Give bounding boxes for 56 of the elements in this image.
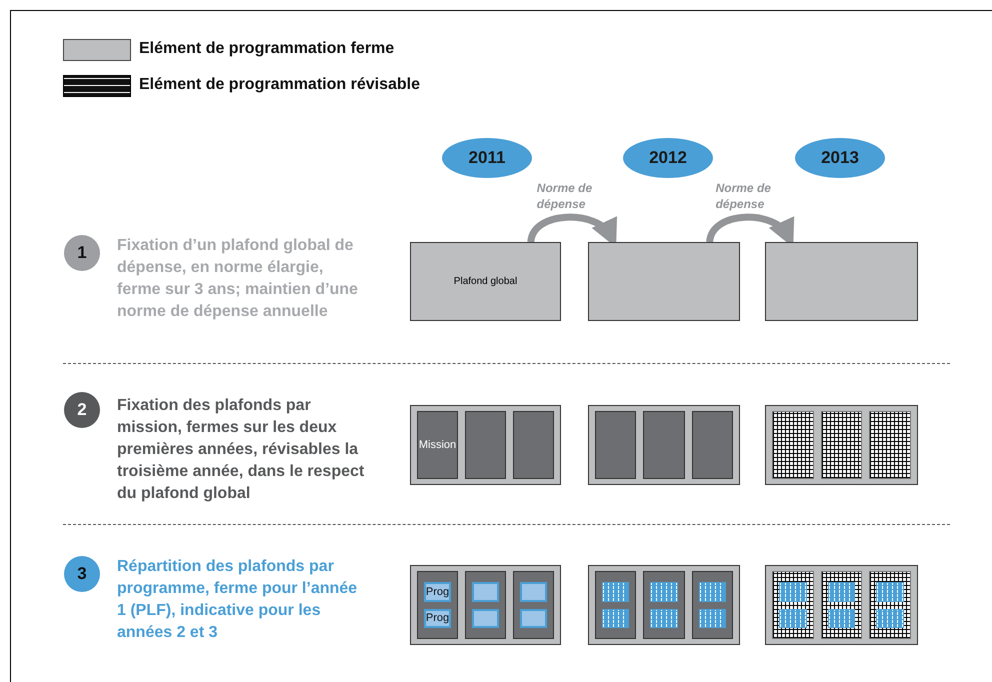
mission-box bbox=[692, 411, 733, 479]
step-description: Répartition des plafonds par programme, ferme pour l’année 1 (PLF), indicative pour les années 2 et 3 bbox=[117, 557, 358, 643]
mission-box bbox=[820, 571, 862, 639]
legend-label: Elément de programmation révisable bbox=[139, 76, 420, 94]
budget-ceiling-box bbox=[588, 565, 740, 645]
mission-box bbox=[465, 411, 506, 479]
budget-ceiling-box bbox=[588, 405, 740, 485]
programme-box bbox=[520, 608, 547, 628]
programme-box bbox=[828, 608, 856, 628]
budget-ceiling-box: Plafond global bbox=[410, 242, 561, 321]
mission-box bbox=[643, 411, 685, 479]
mission-box bbox=[772, 571, 814, 639]
mission-box bbox=[692, 571, 733, 639]
programme-box bbox=[602, 582, 630, 602]
mission-box bbox=[772, 411, 814, 479]
budget-ceiling-box bbox=[765, 405, 918, 485]
programme-box bbox=[602, 608, 630, 628]
year-ellipse: 2013 bbox=[795, 138, 885, 178]
programme-box bbox=[520, 582, 547, 602]
programme-box bbox=[876, 582, 904, 602]
programme-box bbox=[779, 582, 807, 602]
mission-box bbox=[595, 571, 636, 639]
programme-box bbox=[876, 608, 904, 628]
budget-ceiling-box bbox=[410, 565, 561, 645]
mission-box bbox=[513, 571, 554, 639]
programme-box bbox=[779, 608, 807, 628]
mission-box bbox=[643, 571, 685, 639]
step-description: Fixation des plafonds par mission, fermes sur les deux premières années, révisables la troisième année, dans le respect du plafond global bbox=[117, 396, 366, 504]
programme-box bbox=[650, 608, 678, 628]
step-number-circle: 2 bbox=[64, 392, 100, 428]
year-ellipse: 2012 bbox=[623, 138, 713, 178]
programme-box: Prog bbox=[424, 608, 451, 628]
mission-box bbox=[513, 411, 554, 479]
budget-ceiling-box bbox=[765, 242, 918, 321]
step-number-circle: 1 bbox=[64, 235, 100, 271]
programme-box bbox=[698, 608, 726, 628]
mission-box bbox=[869, 411, 912, 479]
programme-box bbox=[828, 582, 856, 602]
programme-box bbox=[472, 582, 499, 602]
mission-box bbox=[417, 571, 458, 639]
budget-ceiling-box bbox=[410, 405, 561, 485]
budget-ceiling-box bbox=[588, 242, 740, 321]
step-number-circle: 3 bbox=[64, 556, 100, 592]
mission-box bbox=[465, 571, 506, 639]
mission-box: Mission bbox=[417, 411, 458, 479]
legend-label: Elément de programmation ferme bbox=[139, 40, 394, 58]
programme-box bbox=[698, 582, 726, 602]
programme-box bbox=[650, 582, 678, 602]
mission-box bbox=[820, 411, 862, 479]
year-ellipse: 2011 bbox=[442, 138, 532, 178]
programme-box bbox=[472, 608, 499, 628]
budget-ceiling-box bbox=[765, 565, 918, 645]
mission-box bbox=[869, 571, 912, 639]
mission-box bbox=[595, 411, 636, 479]
programme-box: Prog bbox=[424, 582, 451, 602]
step-description: Fixation d’un plafond global de dépense, en norme élargie, ferme sur 3 ans; maintien d’une norme de dépense annuelle bbox=[117, 236, 359, 322]
